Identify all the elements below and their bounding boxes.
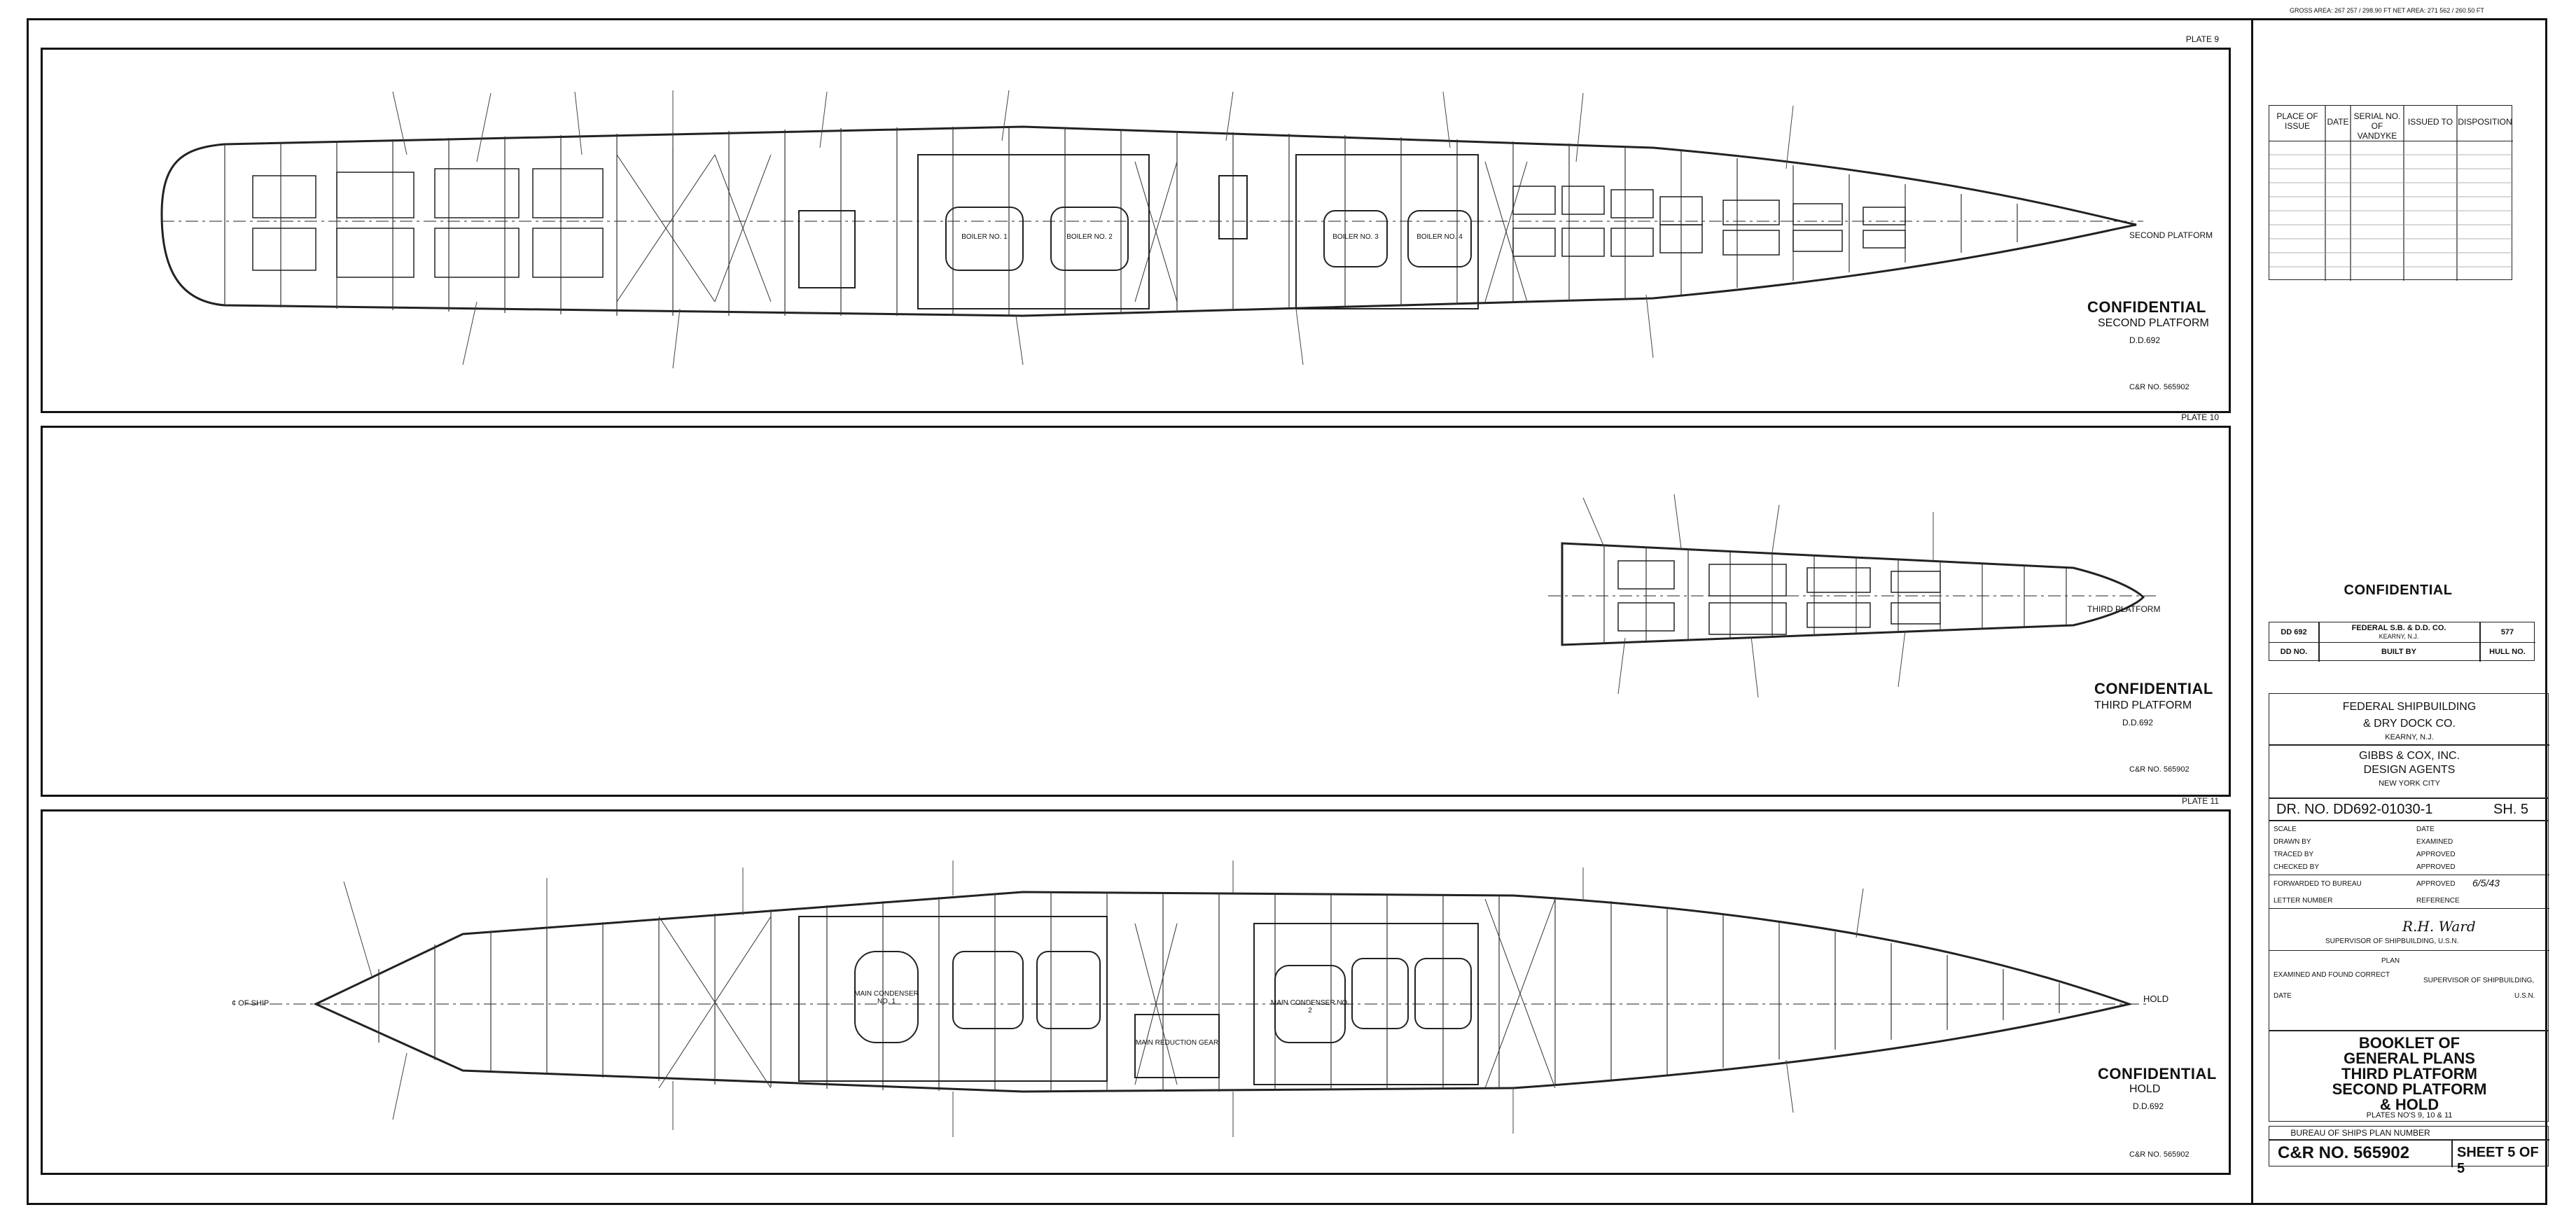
design-agent-role: DESIGN AGENTS [2363,764,2456,776]
shipbuilder-location: KEARNY, N.J. [2385,733,2434,741]
plan-number: C&R NO. 565902 [2129,1150,2189,1159]
builder-table: DD 692 FEDERAL S.B. & D.D. CO. KEARNY, N… [2269,622,2535,662]
booklet-line-1: BOOKLET OF [2358,1034,2460,1052]
col-dd-no: DD NO. [2280,648,2308,656]
distribution-table-header: PLACE OF ISSUE DATE SERIAL NO. OF VANDYK… [2269,106,2513,141]
third-platform-hull-plan [1548,494,2157,698]
booklet-line-3: THIRD PLATFORM [2341,1065,2477,1082]
usn-label: U.S.N. [2514,992,2535,1000]
approved-3-label: APPROVED [2416,880,2456,888]
checked-by-label: CHECKED BY [2274,863,2320,871]
platform-note: HOLD [2143,994,2169,1004]
top-right-note: GROSS AREA: 267 257 / 298.90 FT NET AREA… [2290,7,2484,14]
booklet-line-4: SECOND PLATFORM [2332,1080,2487,1098]
hull-designation: D.D.692 [2122,718,2154,727]
sheet-short: SH. 5 [2493,802,2529,817]
col-issued-to: ISSUED TO [2407,117,2453,127]
sheet-of: SHEET 5 OF 5 [2457,1145,2539,1176]
distribution-grid [2269,106,2513,281]
plate-title: THIRD PLATFORM [2094,699,2192,711]
hold-hull-plan [246,861,2150,1137]
room-label-boiler-1: BOILER NO. 1 [961,233,1008,241]
second-platform-hull-plan [160,90,2143,369]
shipbuilder-block: FEDERAL SHIPBUILDING & DRY DOCK CO. KEAR… [2269,693,2549,798]
booklet-line-5: & HOLD [2379,1096,2439,1113]
title-block-divider [2251,18,2253,1205]
booklet-plates: PLATES NO'S 9, 10 & 11 [2366,1111,2453,1120]
room-label-boiler-4: BOILER NO. 4 [1416,233,1463,241]
signature: R.H. Ward [2402,918,2476,935]
drawing-number-bar: DR. NO. DD692-01030-1 SH. 5 [2269,798,2549,821]
cr-number: C&R NO. 565902 [2278,1143,2410,1162]
plate-hold: PLATE 11 [41,796,2231,1175]
plate-second-platform: PLATE 9 [41,34,2231,413]
centerline-label: ¢ OF SHIP [232,999,270,1008]
drawing-number: DR. NO. DD692-01030-1 [2276,802,2433,817]
room-label-boiler-2: BOILER NO. 2 [1066,233,1113,241]
signoff-block: SCALE DATE DRAWN BY EXAMINED TRACED BY A… [2269,821,2549,1031]
examined-label: EXAMINED [2416,838,2453,846]
plate-title: SECOND PLATFORM [2098,317,2209,329]
room-label-main-condenser-2: MAIN CONDENSER NO. 2 [1270,999,1350,1015]
drawing-border [27,18,2547,1205]
forwarded-label: FORWARDED TO BUREAU [2274,880,2362,888]
date-2-label: DATE [2274,992,2292,1000]
booklet-line-2: GENERAL PLANS [2344,1050,2475,1067]
hull-number-value: 577 [2500,628,2514,636]
room-label-boiler-3: BOILER NO. 3 [1332,233,1379,241]
design-agent-name: GIBBS & COX, INC. [2358,750,2460,762]
supervisor-line-2: SUPERVISOR OF SHIPBUILDING, [2423,977,2535,984]
date-label: DATE [2416,826,2435,833]
approved-label: APPROVED [2416,851,2456,858]
approved-2-label: APPROVED [2416,863,2456,871]
col-date: DATE [2327,117,2349,127]
platform-note: SECOND PLATFORM [2129,230,2213,240]
reference-label: REFERENCE [2416,897,2460,905]
plate-number: PLATE 11 [2182,796,2219,806]
room-label-reduction-gear: MAIN REDUCTION GEAR [1135,1039,1219,1047]
classification-stamp: CONFIDENTIAL [2094,680,2213,697]
design-agent-city: NEW YORK CITY [2379,779,2440,788]
col-serial-no: SERIAL NO. OF VANDYKE [2353,111,2401,141]
booklet-title-block: BOOKLET OF GENERAL PLANS THIRD PLATFORM … [2269,1031,2549,1122]
plan-number: C&R NO. 565902 [2129,765,2189,774]
bureau-label: BUREAU OF SHIPS PLAN NUMBER [2290,1128,2430,1138]
builder-value: FEDERAL S.B. & D.D. CO. [2351,624,2446,632]
plan-number: C&R NO. 565902 [2129,383,2189,391]
bureau-plan-block: BUREAU OF SHIPS PLAN NUMBER C&R NO. 5659… [2269,1126,2549,1176]
shipbuilder-name-2: & DRY DOCK CO. [2363,718,2456,730]
hull-designation: D.D.692 [2129,335,2161,345]
title-block-classification: CONFIDENTIAL [2344,583,2453,598]
shipbuilder-name-1: FEDERAL SHIPBUILDING [2342,701,2477,713]
traced-by-label: TRACED BY [2274,851,2314,858]
plan-label: PLAN [2381,957,2400,965]
letter-number-label: LETTER NUMBER [2274,897,2333,905]
examined-found-label: EXAMINED AND FOUND CORRECT [2274,971,2390,979]
plate-third-platform: PLATE 10 THIRD PLATFORM CONFIDENTIAL THI… [41,412,2231,797]
supervisor-line: SUPERVISOR OF SHIPBUILDING, U.S.N. [2325,938,2459,945]
hull-no-value: DD 692 [2281,628,2307,636]
col-hull-no: HULL NO. [2489,648,2526,656]
platform-note: THIRD PLATFORM [2087,604,2161,614]
scale-label: SCALE [2274,826,2297,833]
classification-stamp: CONFIDENTIAL [2098,1065,2217,1082]
col-built-by: BUILT BY [2381,648,2416,656]
distribution-table: PLACE OF ISSUE DATE SERIAL NO. OF VANDYK… [2269,105,2513,281]
plate-number: PLATE 10 [2181,412,2219,422]
hull-designation: D.D.692 [2133,1101,2164,1111]
drawn-by-label: DRAWN BY [2274,838,2311,846]
room-label-main-condenser-1: MAIN CONDENSER NO. 1 [854,990,919,1005]
classification-stamp: CONFIDENTIAL [2087,298,2206,316]
builder-location: KEARNY, N.J. [2379,633,2419,640]
plate-number: PLATE 9 [2185,34,2219,44]
approved-3-value: 6/5/43 [2472,877,2500,889]
col-place-of-issue: PLACE OF ISSUE [2276,111,2318,131]
col-disposition: DISPOSITION [2458,117,2512,127]
plate-title: HOLD [2129,1083,2161,1095]
